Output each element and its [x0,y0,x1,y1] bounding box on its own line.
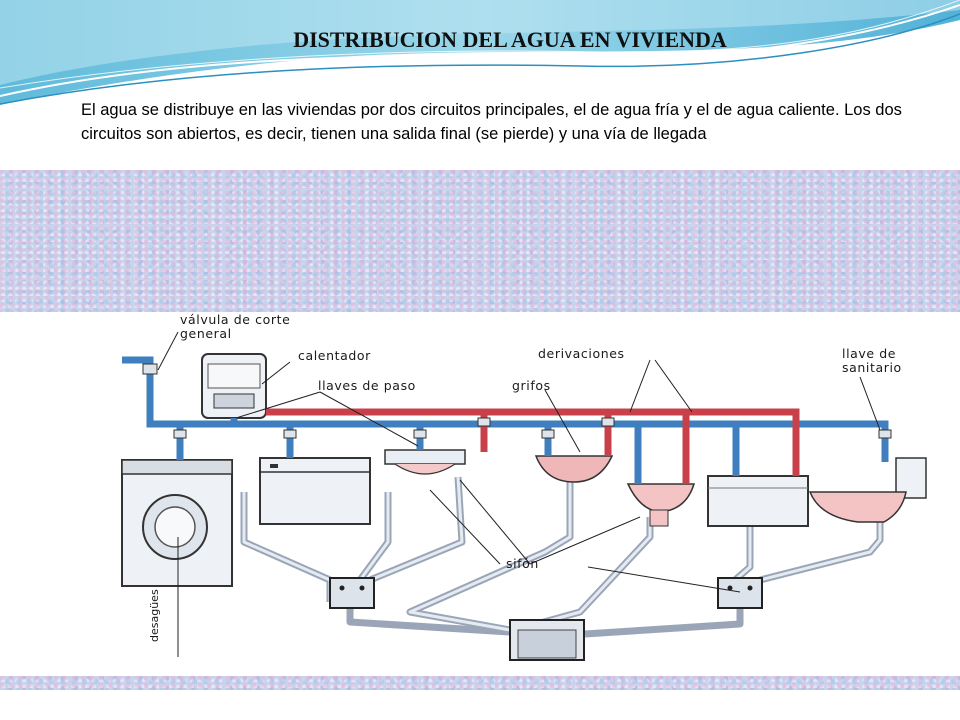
leader-lines [157,331,881,657]
label-grifos: grifos [512,378,551,393]
toilet [808,457,927,523]
label-llaves-paso: llaves de paso [318,378,416,393]
texture-band-bottom [0,676,960,690]
diagram-drawing: válvula de corte general calentador llav… [121,312,927,661]
intro-paragraph: El agua se distribuye en las viviendas p… [81,101,902,143]
label-sifon: sifón [506,556,539,571]
label-llave-sanitario-line2: sanitario [842,360,902,375]
washbasin [626,483,696,527]
washing-machine [121,459,233,587]
dishwasher [259,457,371,525]
bathtub [707,475,809,527]
water-distribution-diagram: válvula de corte general calentador llav… [0,312,960,676]
label-derivaciones: derivaciones [538,346,625,361]
junction-box-right [717,577,763,609]
main-drain-box [509,619,585,661]
header-wave-decoration [0,0,960,105]
label-valvula-line1: válvula de corte [180,312,290,327]
sink-1 [384,449,466,475]
junction-box-left [329,577,375,609]
water-heater [201,353,267,419]
sink-2 [534,455,614,483]
label-valvula-line2: general [180,326,232,341]
label-calentador: calentador [298,348,371,363]
slide-title: DISTRIBUCION DEL AGUA EN VIVIENDA [293,27,727,52]
texture-band-top [0,170,960,312]
label-llave-sanitario-line1: llave de [842,346,896,361]
label-desagues: desagües [148,589,161,642]
stop-valves [142,363,892,439]
